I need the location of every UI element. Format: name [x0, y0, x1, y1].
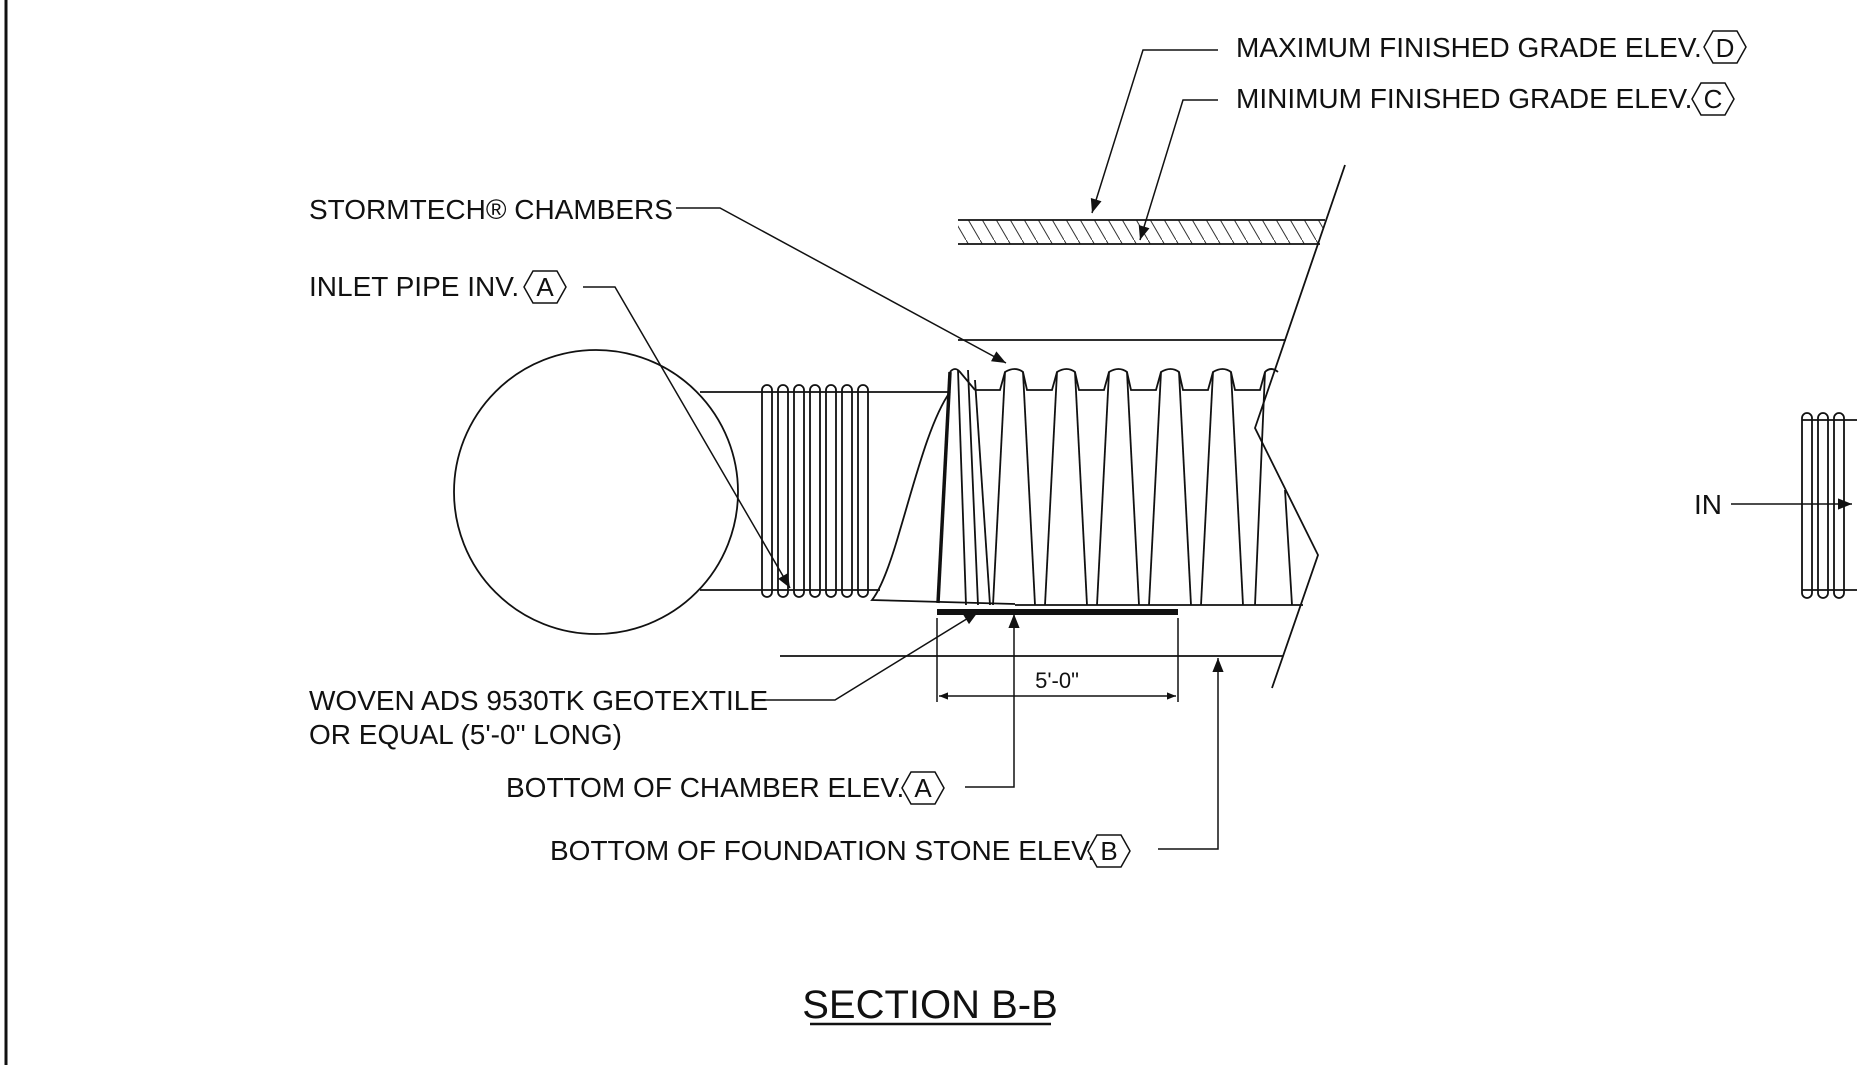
- leader-max-grade: [1090, 49, 1218, 214]
- label-chambers: STORMTECH® CHAMBERS: [309, 194, 673, 225]
- leader-geotextile: [760, 611, 979, 701]
- dimension-text: 5'-0": [1035, 668, 1079, 693]
- label-min-grade: MINIMUM FINISHED GRADE ELEV.: [1236, 83, 1692, 114]
- svg-text:A: A: [536, 272, 554, 302]
- leader-min-grade: [1138, 99, 1218, 241]
- label-max-grade: MAXIMUM FINISHED GRADE ELEV.: [1236, 32, 1702, 63]
- leader-chambers: [676, 207, 1007, 364]
- svg-text:D: D: [1716, 33, 1735, 63]
- label-bottom-stone: BOTTOM OF FOUNDATION STONE ELEV.: [550, 835, 1095, 866]
- manhole-circle: [453, 349, 739, 635]
- tag-a-inlet: A: [523, 270, 567, 304]
- inlet-pipe: [700, 384, 950, 598]
- chamber-corrugations: [975, 368, 1293, 606]
- break-line: [1254, 164, 1346, 689]
- section-title: SECTION B-B: [802, 983, 1058, 1027]
- tag-b: B: [1087, 834, 1131, 868]
- svg-text:A: A: [914, 773, 932, 803]
- label-inlet-pipe: INLET PIPE INV.: [309, 271, 519, 302]
- dimension-5ft: [936, 618, 1179, 702]
- tag-c: C: [1691, 82, 1735, 116]
- label-geotextile-line2: OR EQUAL (5'-0" LONG): [309, 719, 622, 750]
- svg-text:C: C: [1704, 84, 1723, 114]
- chamber-end-cap: [870, 368, 1016, 606]
- label-geotextile-line1: WOVEN ADS 9530TK GEOTEXTILE: [309, 685, 768, 716]
- outlet-pipe-partial: [1801, 412, 1857, 599]
- label-flow-in: IN: [1694, 489, 1722, 520]
- leader-bottom-stone: [1158, 658, 1224, 850]
- label-bottom-chamber: BOTTOM OF CHAMBER ELEV.: [506, 772, 904, 803]
- svg-text:B: B: [1100, 836, 1117, 866]
- leader-inlet-pipe: [583, 286, 791, 589]
- finished-grade: [958, 219, 1325, 245]
- tag-d: D: [1703, 30, 1747, 64]
- leader-bottom-chamber: [965, 614, 1020, 788]
- tag-a-chamber: A: [901, 771, 945, 805]
